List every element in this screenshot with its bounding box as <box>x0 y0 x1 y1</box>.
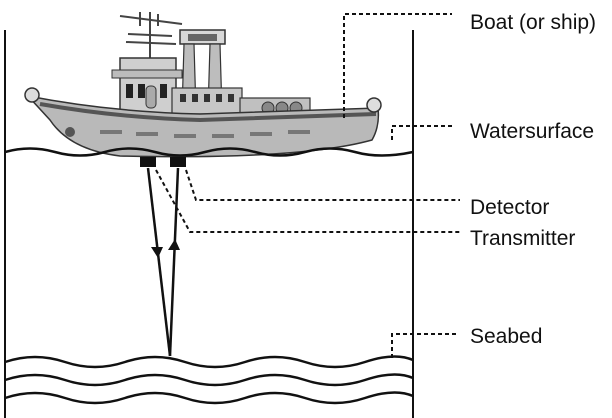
arrow-down-icon <box>151 247 163 258</box>
leader-lines <box>155 13 460 358</box>
boat <box>24 12 382 167</box>
detector-leader <box>185 169 460 201</box>
boat-hull <box>24 87 382 158</box>
boat-label: Boat (or ship) <box>470 11 597 34</box>
boat-cabin <box>111 57 311 119</box>
water-surface-leader <box>391 125 452 140</box>
boat-leader <box>343 13 452 118</box>
arrow-up-icon <box>168 239 180 250</box>
water-surface-line <box>4 147 414 157</box>
water-surface-label: Watersurface <box>470 120 595 143</box>
antenna-mast <box>119 12 183 64</box>
detector-label: Detector <box>470 196 550 219</box>
transmitter-label: Transmitter <box>470 227 576 250</box>
seabed-waves <box>4 355 414 405</box>
seabed-leader <box>391 333 458 358</box>
transmitter-box <box>170 157 186 167</box>
detector-box <box>140 157 156 167</box>
transmitter-leader <box>155 169 460 233</box>
seabed-label: Seabed <box>470 325 543 348</box>
sound-rays <box>146 167 180 357</box>
